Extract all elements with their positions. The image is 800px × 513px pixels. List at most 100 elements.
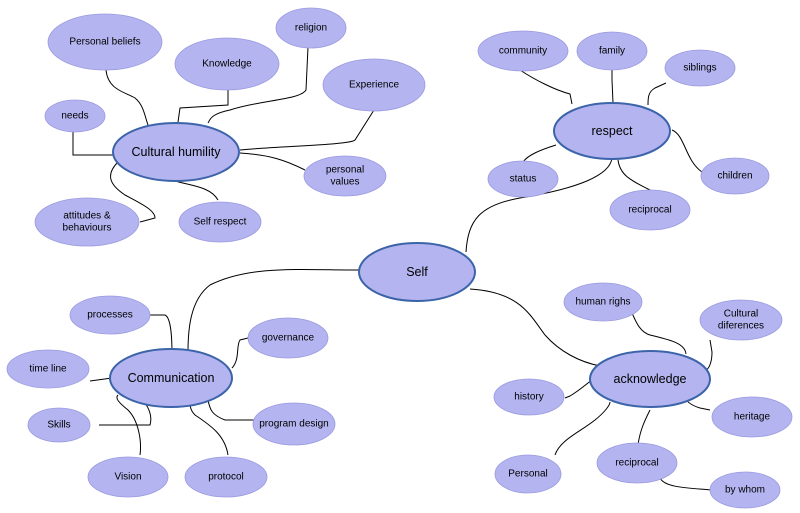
- svg-text:values: values: [331, 177, 360, 188]
- svg-text:Self respect: Self respect: [194, 217, 247, 228]
- hub-acknowledge[interactable]: acknowledge: [589, 350, 711, 408]
- node-cultural-diferences[interactable]: Cultural diferences: [699, 299, 783, 341]
- svg-text:siblings: siblings: [683, 63, 716, 74]
- edge-experience: [239, 109, 375, 151]
- node-governance[interactable]: governance: [247, 317, 329, 359]
- node-personal-beliefs[interactable]: Personal beliefs: [47, 13, 163, 71]
- edge-status: [522, 144, 557, 163]
- hub-respect[interactable]: respect: [553, 102, 671, 160]
- node-personal-values[interactable]: personal values: [303, 155, 387, 197]
- edge-vision: [116, 394, 141, 456]
- svg-text:attitudes &: attitudes &: [63, 211, 111, 222]
- svg-text:Personal: Personal: [508, 469, 547, 480]
- edge-personal: [554, 401, 611, 456]
- hub-acknowledge-label: acknowledge: [614, 372, 687, 386]
- hub-respect-label: respect: [592, 124, 634, 138]
- node-reciprocal-acknowledge[interactable]: reciprocal: [596, 442, 678, 484]
- edge-reciprocal-r: [617, 159, 651, 191]
- svg-text:Cultural: Cultural: [724, 309, 758, 320]
- edge-children: [671, 129, 703, 173]
- node-siblings[interactable]: siblings: [664, 49, 736, 87]
- node-knowledge[interactable]: Knowledge: [174, 37, 280, 91]
- node-human-righs[interactable]: human righs: [563, 282, 643, 322]
- svg-text:needs: needs: [61, 111, 88, 122]
- svg-text:reciprocal: reciprocal: [628, 205, 671, 216]
- svg-text:Personal beliefs: Personal beliefs: [69, 37, 140, 48]
- node-family[interactable]: family: [576, 31, 648, 71]
- node-vision[interactable]: Vision: [87, 456, 169, 498]
- edge-self-acknowledge: [469, 288, 601, 367]
- svg-text:by whom: by whom: [725, 485, 765, 496]
- node-program-design[interactable]: program design: [252, 402, 336, 446]
- node-processes[interactable]: processes: [69, 295, 151, 335]
- hub-communication-label: Communication: [128, 371, 215, 385]
- node-heritage[interactable]: heritage: [711, 396, 793, 438]
- edge-knowledge: [177, 90, 229, 123]
- node-protocol[interactable]: protocol: [184, 456, 268, 498]
- edge-time-line: [89, 377, 113, 382]
- node-status[interactable]: status: [487, 160, 559, 198]
- edge-program-design: [207, 399, 255, 421]
- edge-governance: [231, 337, 249, 369]
- edge-family: [611, 65, 614, 104]
- edge-protocol: [189, 401, 229, 456]
- node-by-whom[interactable]: by whom: [709, 471, 781, 509]
- edge-religion: [207, 46, 309, 124]
- edge-reciprocal-a: [637, 409, 651, 446]
- svg-text:status: status: [510, 174, 537, 185]
- svg-text:human righs: human righs: [575, 297, 630, 308]
- edge-attitudes: [110, 161, 156, 223]
- svg-text:program design: program design: [259, 419, 328, 430]
- hub-self-label: Self: [406, 265, 428, 279]
- node-community[interactable]: community: [477, 30, 569, 72]
- svg-text:diferences: diferences: [718, 321, 764, 332]
- node-history[interactable]: history: [493, 378, 565, 416]
- node-time-line[interactable]: time line: [6, 349, 90, 389]
- node-reciprocal-respect[interactable]: reciprocal: [609, 189, 691, 231]
- edge-self-communication: [187, 268, 361, 353]
- svg-text:religion: religion: [295, 23, 327, 34]
- node-skills[interactable]: Skills: [27, 407, 91, 443]
- hub-cultural-humility-label: Cultural humility: [132, 145, 222, 159]
- svg-text:children: children: [717, 171, 752, 182]
- connectors: [72, 46, 713, 491]
- node-personal[interactable]: Personal: [494, 454, 562, 494]
- svg-text:Knowledge: Knowledge: [202, 59, 252, 70]
- edge-cultural-diferences: [705, 339, 713, 371]
- edge-self-respect: [171, 179, 219, 201]
- hub-self[interactable]: Self: [358, 242, 476, 302]
- svg-text:community: community: [499, 46, 547, 57]
- svg-text:governance: governance: [262, 333, 315, 344]
- edge-self-respect: [465, 157, 613, 253]
- hub-communication[interactable]: Communication: [109, 348, 233, 408]
- node-needs[interactable]: needs: [44, 99, 106, 133]
- edge-by-whom: [659, 477, 713, 491]
- svg-text:reciprocal: reciprocal: [615, 458, 658, 469]
- edge-history: [564, 379, 593, 399]
- svg-text:heritage: heritage: [734, 412, 771, 423]
- node-experience[interactable]: Experience: [322, 58, 426, 112]
- edge-community: [519, 69, 573, 105]
- node-self-respect[interactable]: Self respect: [178, 201, 262, 243]
- svg-text:behaviours: behaviours: [63, 223, 112, 234]
- edge-personal-beliefs: [105, 69, 151, 131]
- edge-needs: [72, 130, 115, 156]
- svg-text:personal: personal: [326, 165, 364, 176]
- svg-text:Experience: Experience: [349, 80, 399, 91]
- svg-text:Vision: Vision: [114, 472, 141, 483]
- edge-human-righs: [631, 312, 687, 355]
- svg-text:family: family: [599, 46, 625, 57]
- svg-text:history: history: [514, 392, 543, 403]
- edge-skills: [99, 402, 152, 426]
- hub-cultural-humility[interactable]: Cultural humility: [112, 122, 240, 182]
- edge-siblings: [647, 82, 667, 106]
- node-children[interactable]: children: [700, 157, 770, 195]
- svg-text:time line: time line: [29, 364, 67, 375]
- node-attitudes-behaviours[interactable]: attitudes & behaviours: [34, 197, 140, 247]
- node-religion[interactable]: religion: [275, 7, 347, 49]
- svg-text:Skills: Skills: [47, 420, 70, 431]
- edge-personal-values: [239, 152, 306, 171]
- svg-text:protocol: protocol: [208, 472, 244, 483]
- svg-text:processes: processes: [87, 310, 133, 321]
